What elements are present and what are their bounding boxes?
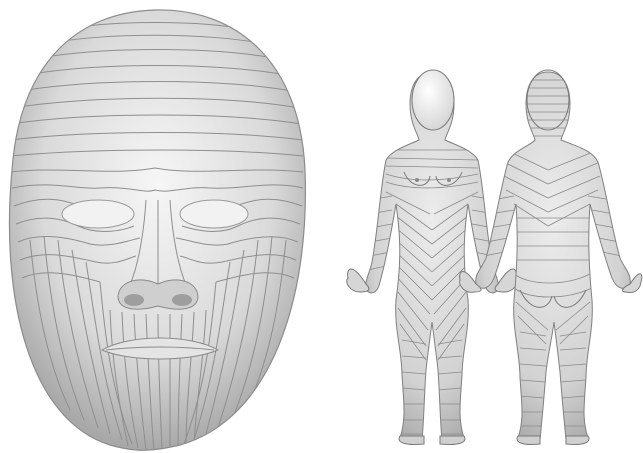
front-head	[412, 70, 454, 130]
right-eye-socket	[180, 200, 248, 228]
right-nostril	[172, 294, 192, 306]
face-mesh	[9, 10, 305, 452]
front-left-foot	[399, 436, 424, 445]
back-right-foot	[566, 436, 589, 445]
front-right-foot	[440, 436, 465, 445]
front-left-hand	[347, 269, 369, 292]
back-left-foot	[517, 436, 540, 445]
left-nostril	[124, 294, 144, 306]
left-eye-socket	[62, 200, 134, 228]
body-back	[460, 70, 642, 445]
front-right-hand	[495, 269, 517, 292]
